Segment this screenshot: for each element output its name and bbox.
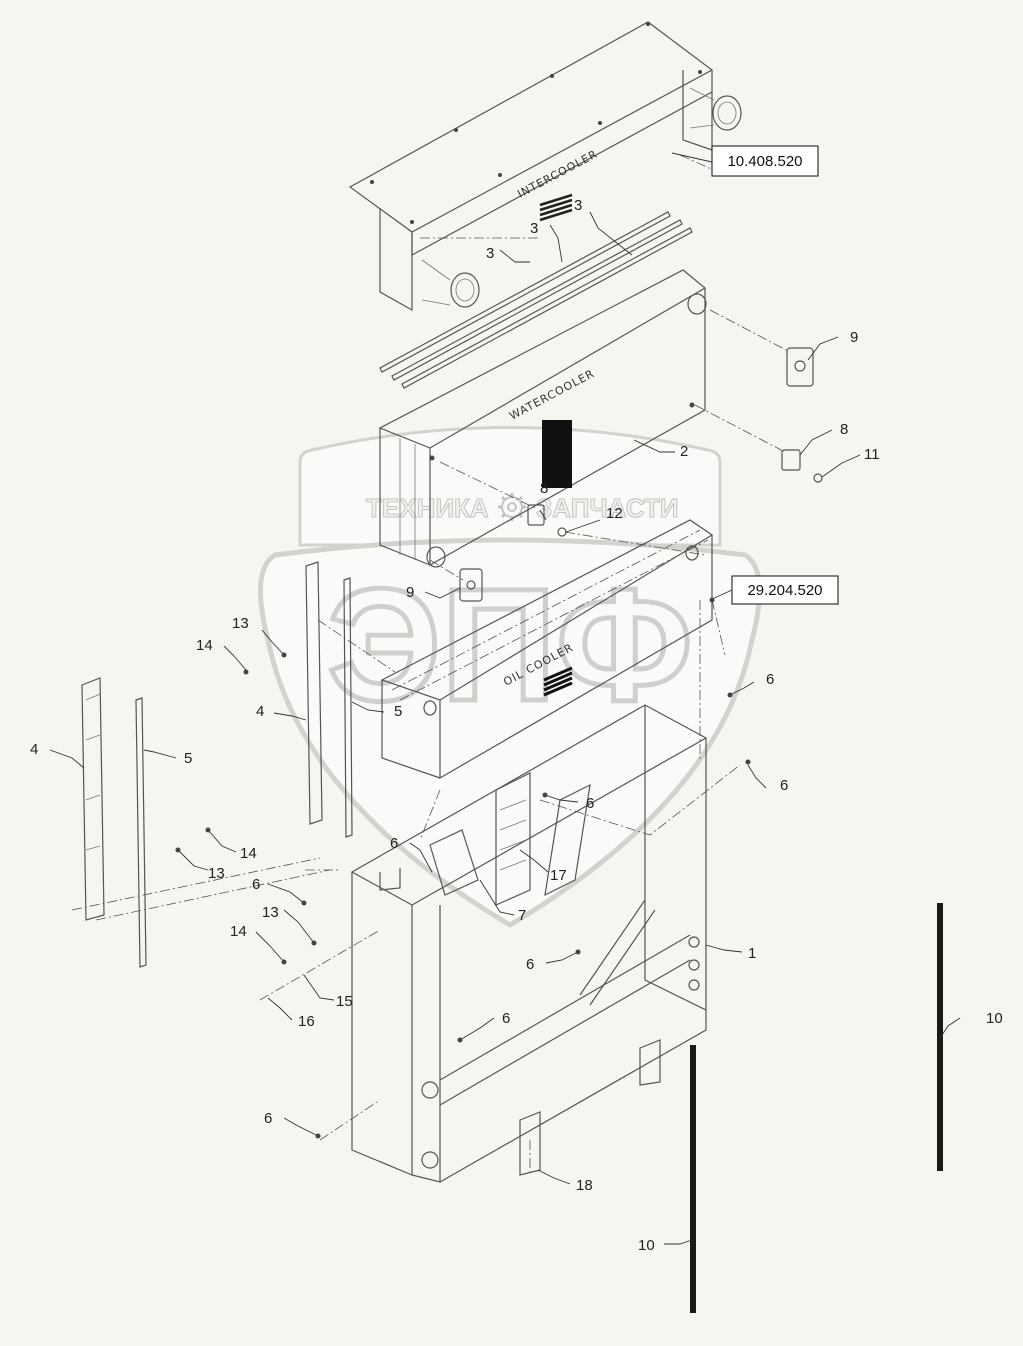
callout-6: 6 bbox=[586, 795, 594, 812]
callout-12: 12 bbox=[606, 505, 623, 522]
callout-8: 8 bbox=[540, 480, 548, 497]
intercooler: INTERCOOLER bbox=[348, 21, 742, 312]
callout-5: 5 bbox=[394, 703, 402, 720]
callout-leaders bbox=[49, 152, 961, 1245]
callout-17: 17 bbox=[550, 867, 567, 884]
reference-number: 10.408.520 bbox=[727, 153, 802, 170]
callout-13: 13 bbox=[232, 615, 249, 632]
callout-6: 6 bbox=[390, 835, 398, 852]
center-lines bbox=[71, 154, 791, 1175]
callout-6: 6 bbox=[264, 1110, 272, 1127]
reference-number: 29.204.520 bbox=[747, 582, 822, 599]
callout-18: 18 bbox=[576, 1177, 593, 1194]
callout-10: 10 bbox=[986, 1010, 1003, 1027]
seal-strips bbox=[379, 211, 693, 389]
side-panels bbox=[81, 561, 353, 968]
callout-5: 5 bbox=[184, 750, 192, 767]
watercooler-decal bbox=[542, 420, 572, 488]
callout-11: 11 bbox=[864, 446, 880, 463]
callout-6: 6 bbox=[526, 956, 534, 973]
callout-7: 7 bbox=[518, 907, 526, 924]
watermark-brand-left: ТЕХНИКА bbox=[366, 493, 489, 523]
callout-14: 14 bbox=[196, 637, 213, 654]
callout-4: 4 bbox=[256, 703, 264, 720]
callout-9: 9 bbox=[406, 584, 414, 601]
callout-3: 3 bbox=[486, 245, 494, 262]
callout-numbers: 3 3 3 9 8 11 2 8 12 9 13 14 4 5 6 4 5 6 … bbox=[30, 197, 1003, 1254]
oil-cooler-decal bbox=[543, 666, 573, 697]
mount-brackets bbox=[459, 347, 823, 602]
callout-6: 6 bbox=[252, 876, 260, 893]
gear-icon bbox=[498, 493, 526, 521]
callout-2: 2 bbox=[680, 443, 688, 460]
callout-13: 13 bbox=[208, 865, 225, 882]
intercooler-decal bbox=[539, 193, 573, 222]
callout-6: 6 bbox=[502, 1010, 510, 1027]
callout-6: 6 bbox=[780, 777, 788, 794]
callout-6: 6 bbox=[766, 671, 774, 688]
watermark-brand-right: ЗАПЧАСТИ bbox=[536, 493, 679, 523]
callout-9: 9 bbox=[850, 329, 858, 346]
callout-8: 8 bbox=[840, 421, 848, 438]
callout-14: 14 bbox=[230, 923, 247, 940]
reference-box-intercooler[interactable]: 10.408.520 bbox=[711, 145, 819, 177]
main-frame bbox=[350, 704, 708, 1183]
callout-1: 1 bbox=[748, 945, 756, 962]
intercooler-label: INTERCOOLER bbox=[515, 147, 600, 200]
callout-13: 13 bbox=[262, 904, 279, 921]
callout-3: 3 bbox=[530, 220, 538, 237]
callout-14: 14 bbox=[240, 845, 257, 862]
callout-3: 3 bbox=[574, 197, 582, 214]
callout-4: 4 bbox=[30, 741, 38, 758]
callout-16: 16 bbox=[298, 1013, 315, 1030]
reference-box-oil-cooler[interactable]: 29.204.520 bbox=[731, 575, 839, 605]
callout-10: 10 bbox=[638, 1237, 655, 1254]
callout-15: 15 bbox=[336, 993, 353, 1010]
rubber-seals bbox=[690, 903, 943, 1313]
